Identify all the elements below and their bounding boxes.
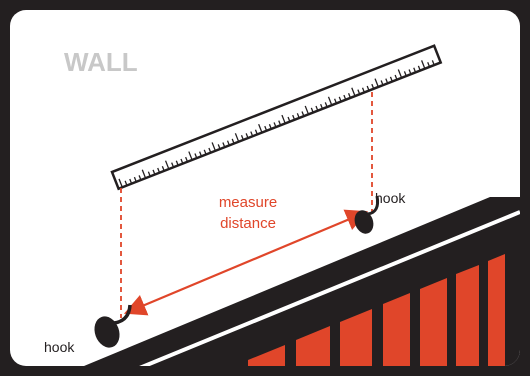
ruler-tick	[296, 113, 300, 119]
ruler-tick	[413, 67, 417, 73]
ruler-tick	[347, 93, 352, 99]
ruler-tick	[394, 74, 398, 80]
ruler-tick	[180, 158, 184, 164]
ruler-tick	[194, 153, 198, 159]
ruler-tick	[292, 114, 296, 121]
ruler-tick	[420, 60, 426, 69]
ruler-tick	[268, 124, 272, 130]
ruler-tick	[343, 94, 347, 100]
ruler-tick	[310, 107, 314, 113]
ruler-tick	[304, 105, 310, 115]
ruler-tick	[211, 142, 217, 152]
ruler-tick	[380, 80, 384, 86]
ruler-tick	[185, 156, 189, 162]
ruler-tick	[320, 103, 324, 110]
ruler-ticks	[118, 60, 435, 188]
ruler-tick	[315, 105, 319, 111]
ruler-tick	[124, 180, 128, 186]
ruler-tick	[175, 160, 179, 166]
double-arrow-icon	[123, 209, 369, 316]
ruler-tick	[287, 116, 291, 122]
ruler-tick	[199, 151, 203, 157]
ruler-tick	[431, 60, 435, 66]
ruler-tick	[385, 78, 389, 84]
ruler-tick	[361, 87, 365, 93]
ruler-tick	[374, 78, 379, 88]
ruler-tick	[264, 125, 268, 131]
ruler-tick	[245, 133, 249, 139]
ruler-tick	[427, 61, 431, 68]
ruler-tick	[351, 87, 356, 97]
ruler-tick	[397, 69, 403, 79]
ruler-icon	[110, 44, 443, 191]
ruler-tick	[133, 176, 137, 183]
ruler-tick	[240, 134, 244, 141]
hook-icon	[354, 195, 380, 234]
ruler-tick	[222, 142, 226, 148]
ruler-tick	[171, 162, 175, 168]
ruler-tick	[147, 171, 151, 177]
hook-upper-label: hook	[375, 190, 406, 206]
ruler-tick	[338, 96, 342, 102]
baluster-group	[248, 254, 505, 366]
ruler-tick	[281, 114, 286, 124]
ruler-tick	[203, 149, 207, 155]
ruler-tick	[157, 167, 161, 173]
ruler-tick	[231, 138, 235, 144]
ruler-tick	[188, 151, 193, 161]
ruler-tick	[118, 178, 123, 188]
ruler-tick	[141, 169, 147, 179]
ruler-tick	[278, 120, 282, 126]
ruler-tick	[301, 111, 305, 117]
ruler-tick	[327, 96, 333, 106]
ruler-tick	[273, 122, 277, 128]
ruler-tick	[250, 131, 254, 137]
ruler-tick	[152, 169, 156, 175]
ruler-tick	[334, 98, 338, 104]
ruler-tick	[234, 133, 240, 142]
ruler-tick	[324, 102, 328, 108]
ruler-tick	[129, 178, 133, 184]
ruler-tick	[254, 129, 258, 135]
ruler-tick	[408, 69, 412, 75]
measure-label-line1: measure	[219, 194, 277, 211]
ruler-tick	[226, 140, 230, 146]
ruler-tick	[208, 147, 212, 153]
ruler-tick	[366, 85, 370, 91]
hook-lower-label: hook	[44, 339, 75, 355]
ruler-body	[110, 44, 443, 191]
ruler-tick	[164, 160, 170, 170]
ruler-tick	[371, 83, 375, 90]
ruler-tick	[258, 123, 263, 133]
wall-label: WALL	[64, 47, 138, 77]
ruler-tick	[389, 76, 393, 82]
ruler-tick	[403, 71, 407, 77]
ruler-tick	[217, 144, 221, 150]
measure-label-line2: distance	[220, 215, 276, 232]
ruler-tick	[357, 89, 361, 95]
hook-icon	[94, 304, 132, 348]
ruler-tick	[138, 175, 142, 181]
ruler-tick	[161, 165, 165, 172]
ruler-tick	[417, 65, 421, 71]
